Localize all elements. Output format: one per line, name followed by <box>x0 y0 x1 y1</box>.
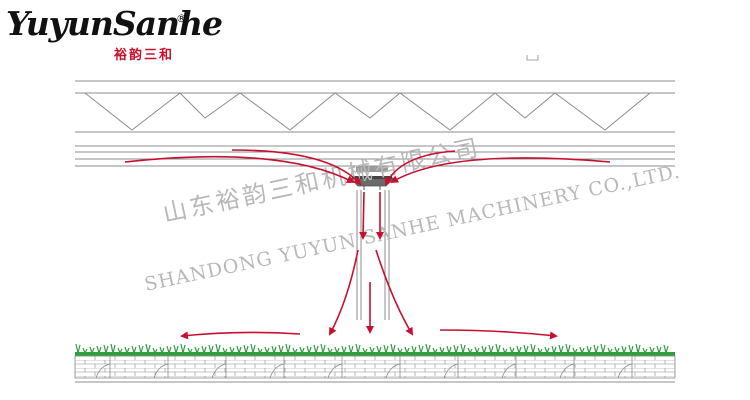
floor-divider <box>95 356 111 379</box>
floor-divider <box>153 356 169 379</box>
floor-divider <box>211 356 227 379</box>
logo-brand-script: YuyunSanhe <box>6 4 223 43</box>
floor-divider <box>269 356 285 379</box>
floor-divider <box>385 356 401 379</box>
floor-divider <box>617 356 633 379</box>
company-logo: YuyunSanhe ® 裕韵三和 <box>6 4 223 63</box>
registered-mark: ® <box>176 12 187 25</box>
airflow-arrows <box>124 149 611 340</box>
floor-divider <box>443 356 459 379</box>
floor-divider <box>559 356 575 379</box>
arrow-left-top <box>124 155 355 183</box>
arrow-right-top <box>390 157 611 184</box>
arrow-right-mid <box>385 150 456 186</box>
arrow-left-mid <box>231 149 362 186</box>
watermark-en: SHANDONG YUYUN SANHE MACHINERY CO.,LTD. <box>142 161 682 296</box>
air-column <box>356 190 390 320</box>
arrow-out-right <box>375 249 414 336</box>
arrow-down-left <box>359 191 368 240</box>
roof-truss <box>75 80 675 133</box>
floor-divider <box>501 356 517 379</box>
brick-floor <box>74 355 676 383</box>
corner-mark <box>526 55 539 61</box>
arrow-floor-right <box>439 329 558 340</box>
arrow-floor-left <box>180 331 301 340</box>
grass-strip <box>75 343 675 356</box>
logo-brand-cn: 裕韵三和 <box>114 48 175 63</box>
floor-divider <box>327 356 343 379</box>
arrow-out-left <box>329 249 359 336</box>
